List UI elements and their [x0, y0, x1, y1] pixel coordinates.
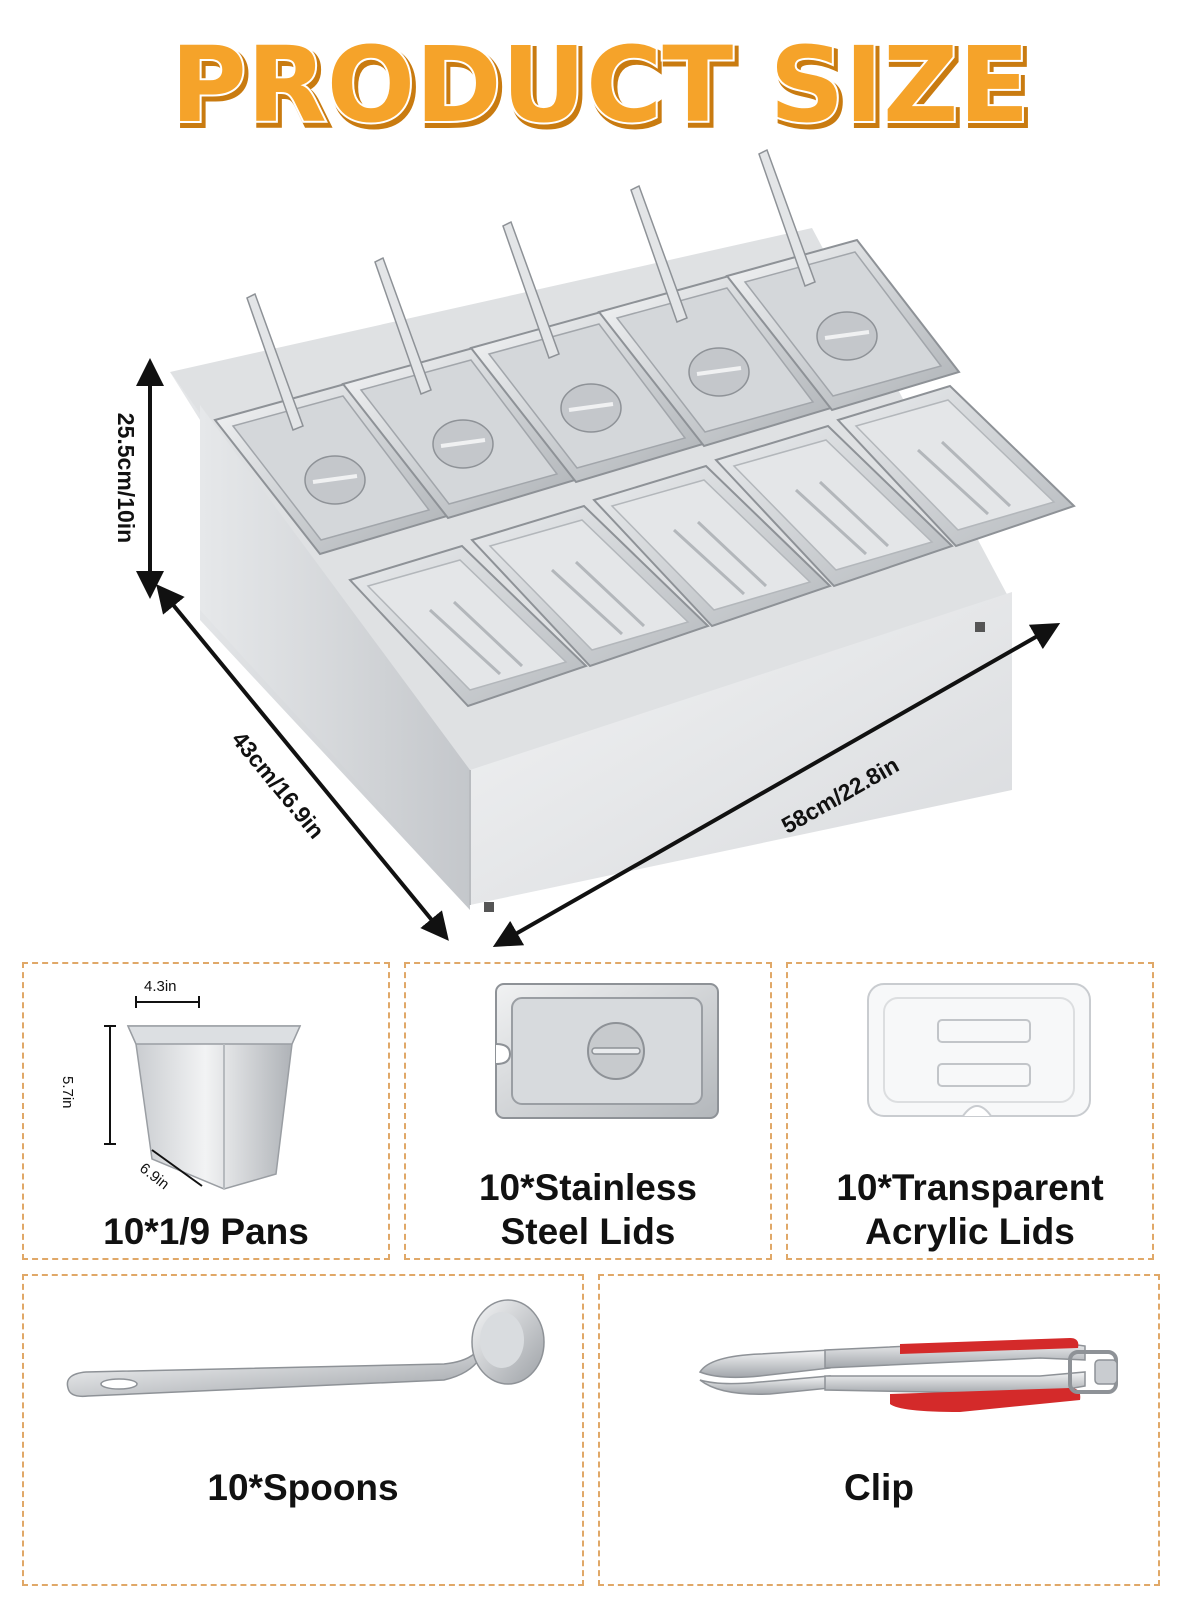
item-card-clip: Clip	[598, 1274, 1160, 1586]
acrylic-lid-icon	[867, 983, 1091, 1117]
item-label-spoons: 10*Spoons	[207, 1467, 399, 1508]
open-pan	[836, 384, 1076, 548]
spoon-handle	[630, 184, 688, 323]
height-dimension-label: 25.5cm/10in	[113, 413, 139, 543]
item-card-steel-lids: 10*Stainless Steel Lids	[404, 962, 772, 1260]
spoon-handle	[246, 292, 304, 431]
spoon-handle	[502, 220, 560, 359]
food-pan-icon	[104, 996, 302, 1190]
open-pan	[714, 424, 954, 588]
lid-row	[213, 148, 961, 556]
item-card-acrylic-lids: 10*Transparent Acrylic Lids	[786, 962, 1154, 1260]
pan-with-lid	[213, 292, 449, 556]
spoon-handle	[758, 148, 816, 287]
product-illustration: 25.5cm/10in 43cm/16.9in 58cm/22.8in	[113, 148, 1076, 947]
width-arrow	[492, 623, 1061, 947]
item-label-steel-lids: 10*Stainless Steel Lids	[478, 1167, 698, 1252]
pan-with-lid	[597, 184, 833, 448]
ladle-icon	[66, 1299, 545, 1398]
open-pan	[592, 464, 832, 628]
pan-top-dimension: 4.3in	[144, 978, 177, 995]
spoon-handle	[374, 256, 432, 395]
item-card-spoons: 10*Spoons	[22, 1274, 584, 1586]
unit-foot	[975, 622, 985, 632]
pan-with-lid	[725, 148, 961, 412]
title-banner: PRODUCT SIZE PRODUCT SIZE	[168, 22, 1035, 153]
depth-arrow	[156, 584, 449, 941]
pan-with-lid	[469, 220, 705, 484]
item-card-pans: 4.3in 5.7in 6.9in 10*1/9 Pans	[22, 962, 390, 1260]
pan-with-lid	[341, 256, 577, 520]
item-label-clip: Clip	[844, 1467, 914, 1508]
page-title-shadow: PRODUCT SIZE	[173, 28, 1032, 150]
steel-lid-icon	[495, 983, 719, 1119]
page-title: PRODUCT SIZE	[170, 24, 1029, 146]
pan-side-dimension: 5.7in	[59, 1076, 76, 1109]
item-label-acrylic-lids: 10*Transparent Acrylic Lids	[836, 1167, 1104, 1252]
depth-dimension-label: 43cm/16.9in	[227, 726, 330, 843]
unit-foot	[484, 902, 494, 912]
tongs-icon	[698, 1338, 1118, 1412]
item-label-pans: 10*1/9 Pans	[103, 1211, 309, 1252]
